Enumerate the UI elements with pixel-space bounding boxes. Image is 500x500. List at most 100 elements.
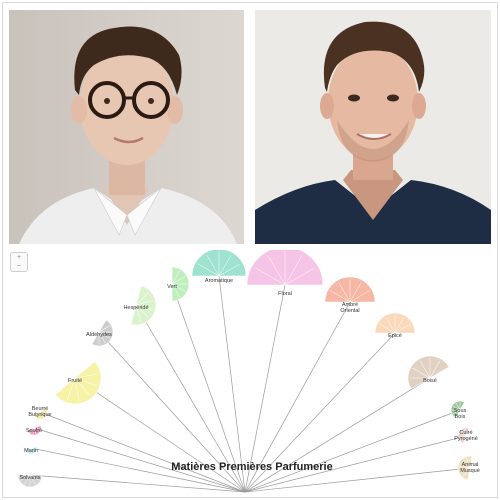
chart-title: Matières Premières Parfumerie [171,461,332,473]
node-fan[interactable] [456,426,470,444]
node-leaf [330,290,351,303]
node-leaf [412,367,431,379]
node-leaf [98,331,106,344]
node-leaf [74,377,91,397]
node-leaf [24,474,31,485]
zoom-in-button[interactable]: + [16,254,22,261]
node-leaf [466,457,471,469]
node-leaf [455,402,461,411]
tree-link [244,377,431,493]
tree-node[interactable]: Floral [246,250,324,297]
node-leaf [74,373,99,379]
zoom-control[interactable]: + – [10,252,28,272]
tree-link [33,427,246,493]
node-label: Aldéhydes [86,332,112,338]
node-leaf [461,460,471,469]
tree-link [244,435,467,493]
node-label: Floral [278,291,292,297]
node-fan[interactable] [130,285,161,330]
node-leaf [28,447,32,454]
node-leaf [135,292,149,306]
tree-link [218,275,246,493]
tree-node[interactable]: Aromatique [191,250,247,284]
tree-node[interactable]: Epicé [374,312,416,339]
tree-link [244,467,471,493]
node-leaf [458,435,467,438]
node-label: Aromatique [205,278,233,284]
tree-node[interactable]: Hespéridé [123,285,161,330]
tree-node[interactable]: Solvants [17,474,43,488]
node-leaf [98,331,100,345]
node-leaf [464,428,467,437]
node-leaf [459,467,471,472]
node-leaf [30,447,37,451]
node-leaf [394,317,405,334]
node-leaf [218,263,241,277]
node-leaf [39,411,46,416]
node-leaf [451,409,461,411]
node-leaf [30,447,33,454]
node-leaf [459,465,471,469]
zoom-out-button[interactable]: – [17,262,21,269]
node-leaf [135,300,154,306]
tree-node[interactable]: Aldéhydes [86,319,118,351]
tree-node[interactable]: Fruité [54,360,112,414]
tree-link [74,377,246,493]
node-leaf [39,411,47,413]
tree-node[interactable]: Soufré [26,425,43,437]
node-leaf [410,377,431,379]
node-fan[interactable] [400,348,450,390]
node-leaf [171,283,180,298]
node-leaf [66,377,76,401]
node-leaf [461,430,467,437]
tree-link [244,332,396,493]
tree-link [30,447,246,493]
node-leaf [33,427,37,435]
tree-node[interactable]: Vert [167,266,190,302]
node-fan[interactable] [456,454,473,481]
node-leaf [20,474,31,481]
node-leaf [98,325,111,333]
node-leaf [452,405,461,411]
node-fan[interactable] [54,360,112,414]
node-leaf [459,433,467,437]
node-leaf [135,304,149,318]
node-leaf [33,427,41,430]
node-leaf [171,270,180,285]
node-fan[interactable] [27,425,43,437]
node-leaf [32,427,35,435]
tree-link [135,304,246,493]
node-fan[interactable] [24,446,38,455]
node-fan[interactable] [33,408,50,422]
node-leaf [36,411,41,418]
node-label: Vert [167,284,177,290]
node-leaf [267,255,286,286]
tree-node[interactable]: Boisé [400,348,450,390]
tree-link [244,301,351,493]
node-label: Hespéridé [123,305,148,311]
tree-link [98,331,246,493]
node-label: Epicé [388,333,402,339]
tree-links [29,275,471,493]
node-label: Soufré [26,428,42,434]
node-leaf [98,331,112,333]
tree-node[interactable]: Marin [24,446,38,455]
node-fan[interactable] [448,398,465,419]
node-fan[interactable] [91,319,118,351]
node-leaf [349,290,370,303]
node-leaf [33,427,39,433]
node-leaf [385,317,396,334]
node-leaf [429,360,441,379]
node-leaf [197,263,220,277]
